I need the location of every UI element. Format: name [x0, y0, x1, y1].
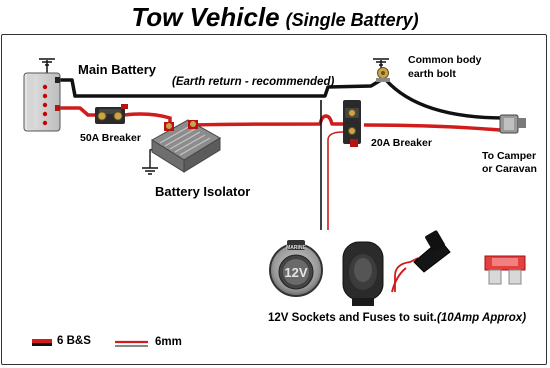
- wire-20a-to-camper: [363, 123, 501, 132]
- label-earth-return: (Earth return - recommended): [172, 76, 335, 88]
- label-20a-breaker: 20A Breaker: [371, 137, 432, 149]
- title-main: Tow Vehicle: [131, 2, 280, 32]
- earth-to-camper-wire: [384, 78, 506, 120]
- battery-isolator: [151, 119, 221, 173]
- diagram-frame: [1, 34, 547, 365]
- earth-return-wire: [58, 78, 382, 98]
- positive-wiring: [58, 100, 501, 292]
- ground-symbol-battery: [39, 58, 55, 66]
- socket-face-label: 12V: [284, 265, 307, 280]
- legend-label-6mm: 6mm: [155, 336, 182, 348]
- title-subtitle: (Single Battery): [285, 10, 419, 30]
- body-earth-bolt: [376, 67, 390, 82]
- ground-symbol-body: [373, 58, 389, 66]
- label-sockets-fuses: 12V Sockets and Fuses to suit.: [268, 312, 437, 324]
- label-50a-breaker: 50A Breaker: [80, 132, 141, 144]
- wire-isolator-to-20a: [194, 114, 345, 127]
- label-fuse-rating: (10Amp Approx): [437, 312, 527, 324]
- label-to-camper: To Camper: [482, 150, 537, 162]
- page-title: Tow Vehicle(Single Battery): [0, 2, 550, 33]
- wire-sockets-red: [327, 131, 344, 230]
- label-main-battery: Main Battery: [78, 62, 157, 77]
- socket-cap: [342, 241, 384, 306]
- earth-wiring: [46, 60, 506, 168]
- fuse-holder: [391, 230, 451, 293]
- legend: [32, 339, 148, 347]
- breaker-50a: [95, 104, 128, 124]
- label-common-body: Common body: [408, 54, 482, 66]
- socket-brand-label: MARINE: [286, 245, 306, 251]
- wire-battery-to-50a: [58, 106, 97, 117]
- breaker-20a: [343, 100, 361, 147]
- wire-50a-to-isolator: [123, 112, 172, 126]
- label-earth-bolt: earth bolt: [408, 68, 456, 80]
- main-battery: [23, 72, 61, 132]
- label-or-caravan: or Caravan: [482, 163, 537, 175]
- legend-swatch-6bs: [32, 339, 52, 346]
- blade-fuse: [484, 255, 526, 285]
- socket-12v: 12V MARINE: [269, 240, 323, 297]
- label-battery-isolator: Battery Isolator: [155, 184, 251, 199]
- wire-fuse-lead: [394, 257, 419, 292]
- legend-label-6bs: 6 B&S: [57, 335, 91, 347]
- ground-symbol-isolator: [142, 167, 158, 175]
- trailer-plug: [499, 114, 526, 134]
